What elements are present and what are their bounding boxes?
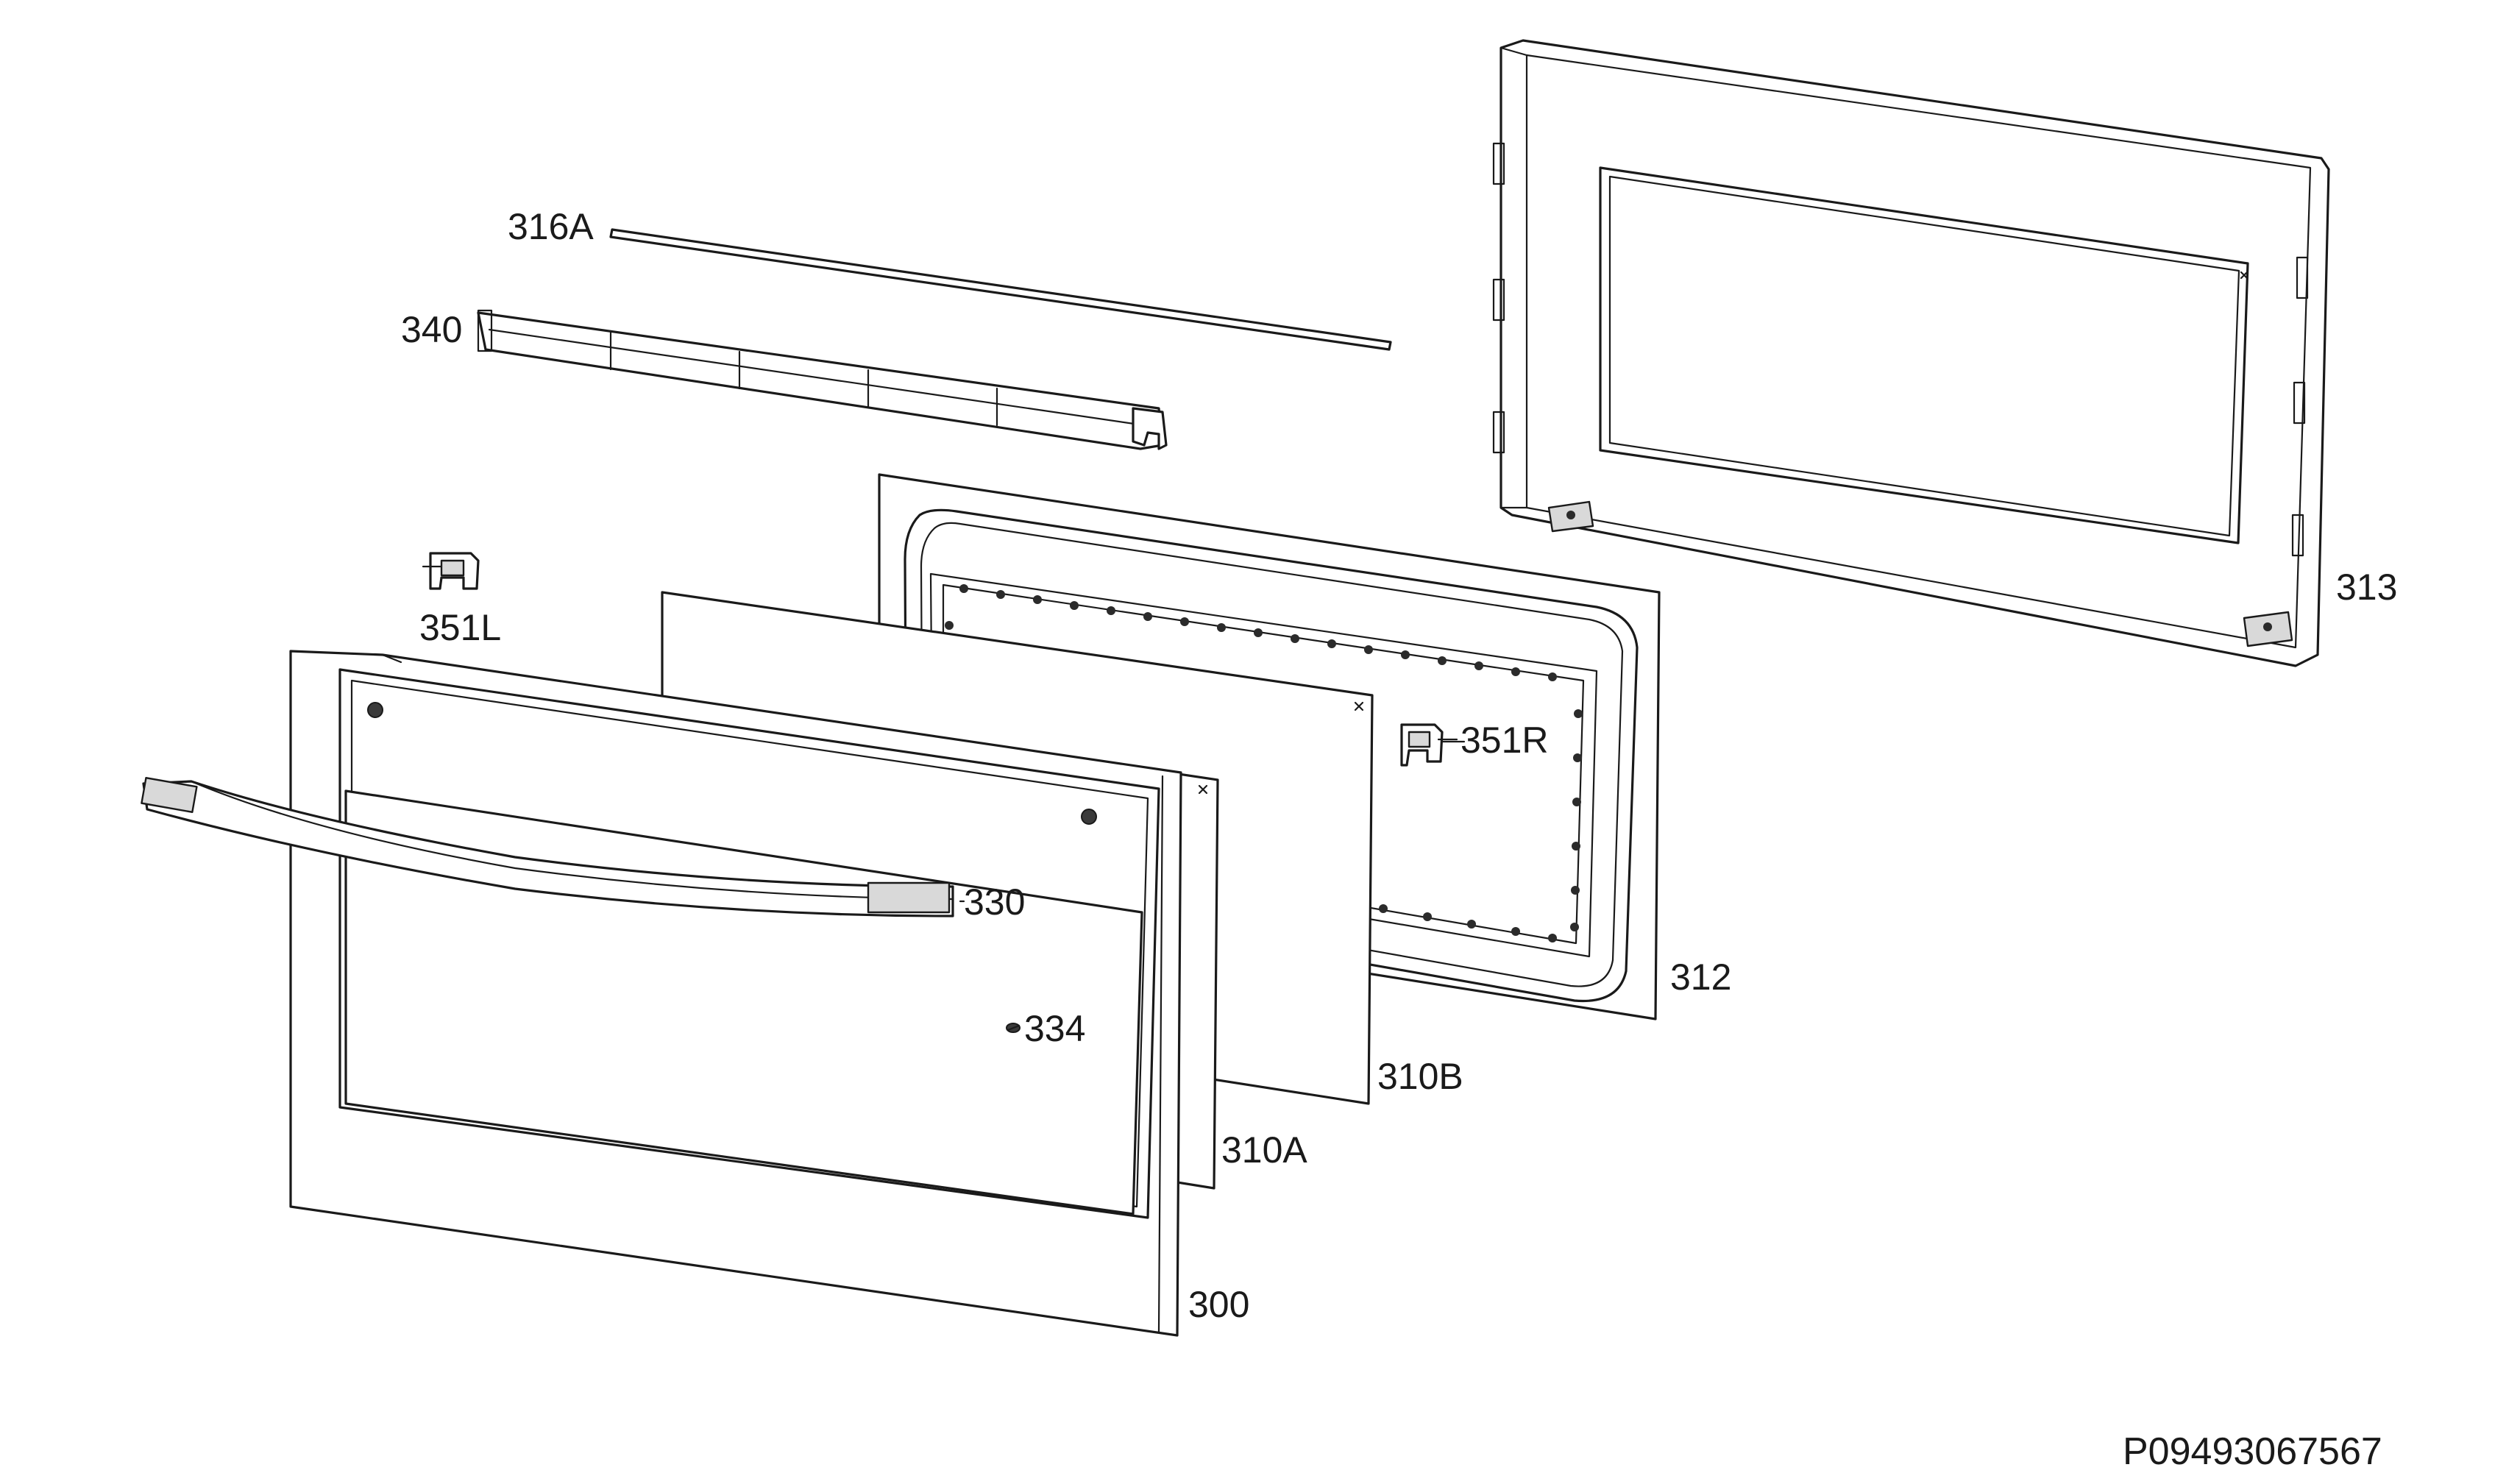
part-340-deflector: [477, 309, 1168, 450]
part-351R-bracket: [1400, 723, 1458, 767]
callout-313: 313: [2336, 567, 2397, 608]
callout-310A: 310A: [1221, 1129, 1307, 1171]
callout-300: 300: [1188, 1284, 1249, 1325]
callout-316A: 316A: [508, 206, 594, 247]
leader-lines: [959, 740, 1466, 903]
part-300-outer-door: [289, 650, 1182, 1337]
callout-340: 340: [401, 309, 462, 350]
part-334-screw: [1006, 1023, 1021, 1033]
callout-351L: 351L: [419, 607, 501, 648]
callout-330: 330: [964, 881, 1025, 923]
callout-334: 334: [1024, 1008, 1085, 1049]
part-330-handle: [141, 776, 954, 917]
callout-351R: 351R: [1460, 720, 1549, 761]
callout-310B: 310B: [1377, 1056, 1463, 1097]
drawing-reference-code: P09493067567: [2123, 1430, 2382, 1473]
part-351L-bracket: [422, 552, 480, 590]
part-313-rear-frame: [1492, 39, 2330, 667]
callout-312: 312: [1670, 956, 1731, 998]
part-316A-strip: [609, 228, 1392, 351]
